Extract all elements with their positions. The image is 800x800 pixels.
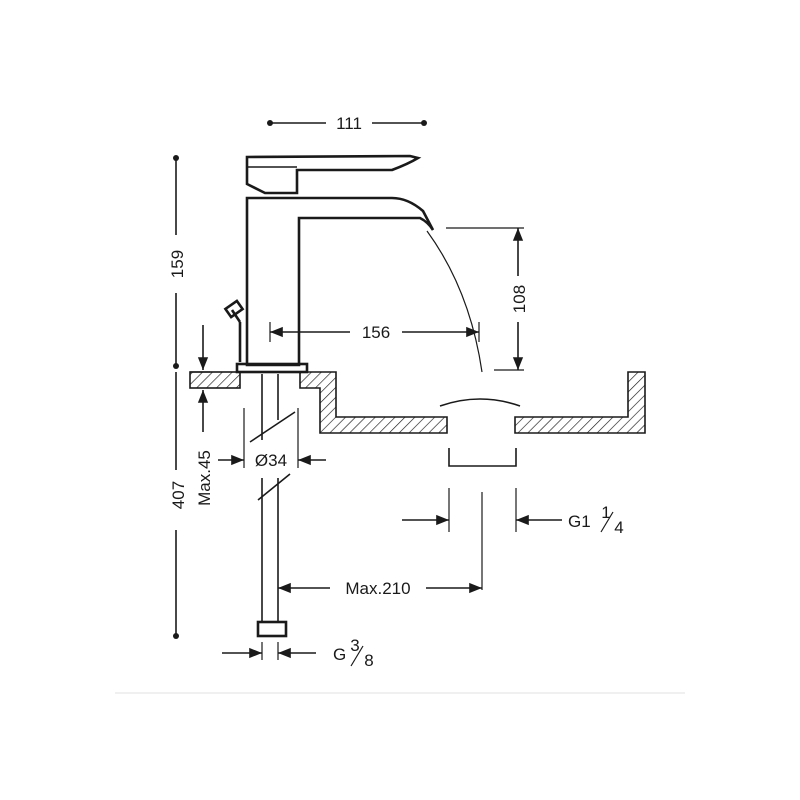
dim-total-height: 407 bbox=[169, 372, 188, 639]
dim-reach: 156 bbox=[269, 322, 480, 342]
dim-width-top: 111 bbox=[267, 114, 427, 133]
dim-spout-height: 108 bbox=[446, 227, 529, 371]
dim-label-108: 108 bbox=[510, 285, 529, 313]
faucet-body bbox=[223, 154, 483, 374]
dim-label-159: 159 bbox=[168, 250, 187, 278]
dim-max-thickness: Max.45 bbox=[190, 325, 214, 506]
supply-hose bbox=[249, 374, 296, 638]
dim-label-g-num: 3 bbox=[350, 636, 359, 655]
countertop-section bbox=[189, 371, 646, 467]
dim-hole-diameter: Ø34 bbox=[218, 408, 326, 470]
spout bbox=[245, 196, 435, 367]
deck-left bbox=[189, 371, 241, 389]
water-stream bbox=[426, 230, 483, 373]
dim-label-g1: G1 bbox=[568, 512, 591, 531]
drain-body bbox=[448, 448, 517, 467]
dim-label-diameter: Ø34 bbox=[255, 451, 287, 470]
basin-right-wall bbox=[514, 371, 646, 434]
lever-handle bbox=[245, 154, 422, 195]
dim-label-max45: Max.45 bbox=[195, 450, 214, 506]
dim-label-407: 407 bbox=[169, 481, 188, 509]
popup-knob bbox=[223, 299, 245, 319]
dim-label-g: G bbox=[333, 645, 346, 664]
base-plate bbox=[235, 362, 309, 374]
dim-label-g1-num: 1 bbox=[601, 503, 610, 522]
dim-label-111: 111 bbox=[336, 114, 362, 133]
basin-left-wall bbox=[299, 371, 448, 434]
dim-label-g1-den: 4 bbox=[614, 518, 623, 537]
hose-fitting bbox=[256, 620, 288, 638]
dim-label-max210: Max.210 bbox=[345, 579, 410, 598]
dim-supply-thread: G 3 8 bbox=[222, 636, 374, 670]
dim-label-156: 156 bbox=[362, 323, 390, 342]
dim-height-upper: 159 bbox=[168, 155, 187, 369]
dim-max-hose: Max.210 bbox=[278, 579, 482, 598]
dim-waste-thread: G1 1 4 bbox=[402, 488, 624, 590]
dim-label-g-den: 8 bbox=[364, 651, 373, 670]
drain-cap bbox=[439, 398, 521, 407]
